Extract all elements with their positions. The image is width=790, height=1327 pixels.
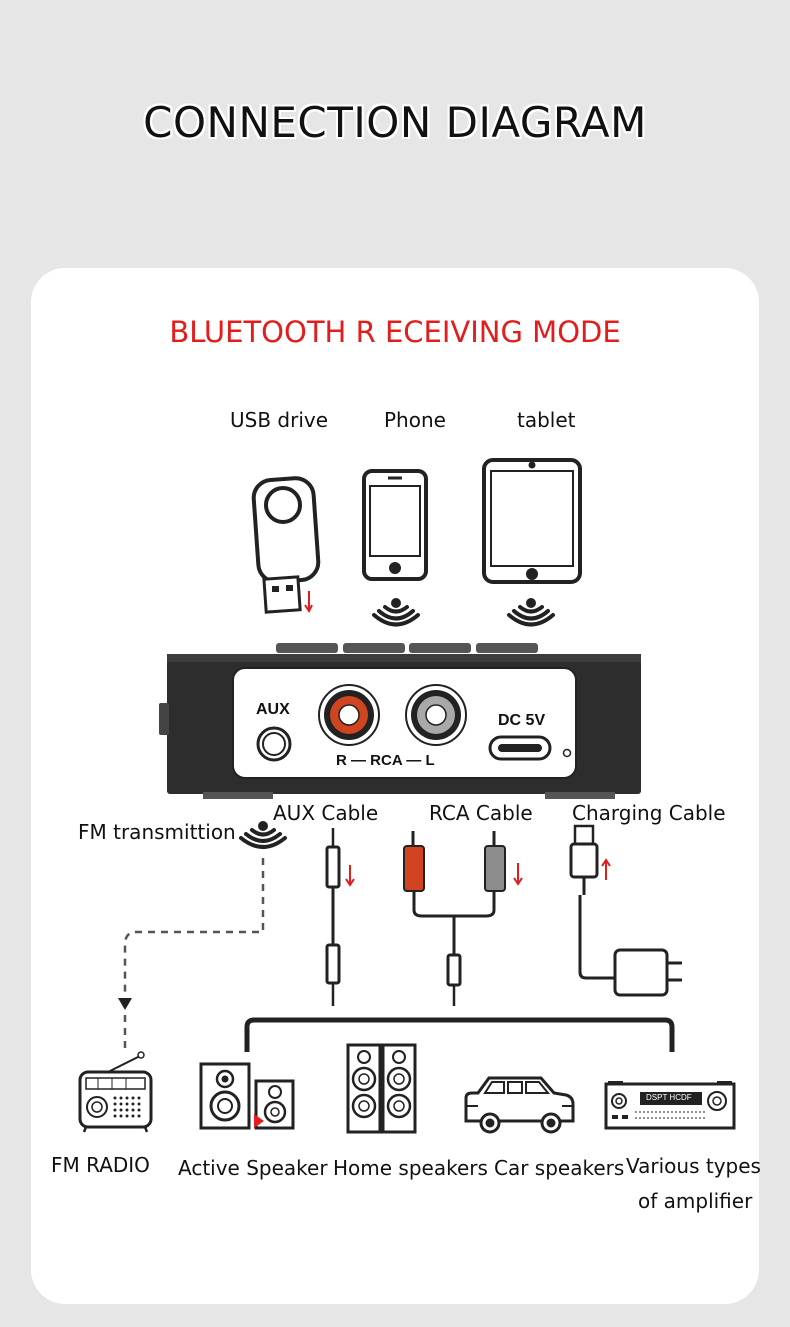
fm-radio-icon xyxy=(78,1051,153,1133)
charging-cable-label: Charging Cable xyxy=(572,801,726,825)
active-speaker-icon xyxy=(199,1062,295,1130)
rca-port-label: R — RCA — L xyxy=(336,752,435,769)
tablet-label: tablet xyxy=(517,408,576,432)
charging-arrow-icon xyxy=(601,858,611,880)
home-speakers-icon xyxy=(346,1043,417,1134)
fm-radio-label: FM RADIO xyxy=(51,1153,150,1177)
fm-signal-icon xyxy=(239,821,287,849)
usb-drive-icon xyxy=(251,476,321,614)
active-speaker-play-icon xyxy=(254,1114,264,1128)
rca-arrow-icon xyxy=(513,863,523,886)
phone-signal-icon xyxy=(372,598,420,627)
home-speakers-label: Home speakers xyxy=(333,1156,488,1180)
phone-icon xyxy=(362,469,428,581)
aux-arrow-icon xyxy=(345,865,355,887)
dc-port-label: DC 5V xyxy=(498,712,546,729)
amp-display-text: DSPT HCDF xyxy=(646,1093,692,1102)
mode-subtitle: BLUETOOTH R ECEIVING MODE xyxy=(169,315,621,349)
aux-cable-icon xyxy=(325,828,341,1006)
usb-arrow-icon xyxy=(304,591,313,613)
tablet-icon xyxy=(482,458,582,584)
tablet-signal-icon xyxy=(507,598,555,627)
fm-dashed-path xyxy=(123,858,265,995)
charging-cable-icon xyxy=(569,824,682,997)
receiver-device xyxy=(159,643,641,799)
amplifier-icon xyxy=(604,1081,736,1130)
rca-cable-label: RCA Cable xyxy=(429,801,533,825)
car-icon xyxy=(464,1076,575,1134)
rca-cable-icon xyxy=(403,831,506,1006)
car-speakers-label: Car speakers xyxy=(494,1156,625,1180)
page-title: CONNECTION DIAGRAM xyxy=(143,98,647,147)
fm-arrow-icon xyxy=(118,998,132,1010)
phone-label: Phone xyxy=(384,408,446,432)
amplifier-label-line2: of amplifier xyxy=(638,1189,753,1213)
active-speaker-label: Active Speaker xyxy=(178,1156,328,1180)
amplifier-label-line1: Various types xyxy=(626,1154,761,1178)
output-bracket xyxy=(244,1017,675,1052)
usb-drive-label: USB drive xyxy=(230,408,329,432)
aux-port-label: AUX xyxy=(256,701,290,718)
aux-cable-label: AUX Cable xyxy=(273,801,379,825)
fm-transmission-label: FM transmittion xyxy=(78,820,236,844)
